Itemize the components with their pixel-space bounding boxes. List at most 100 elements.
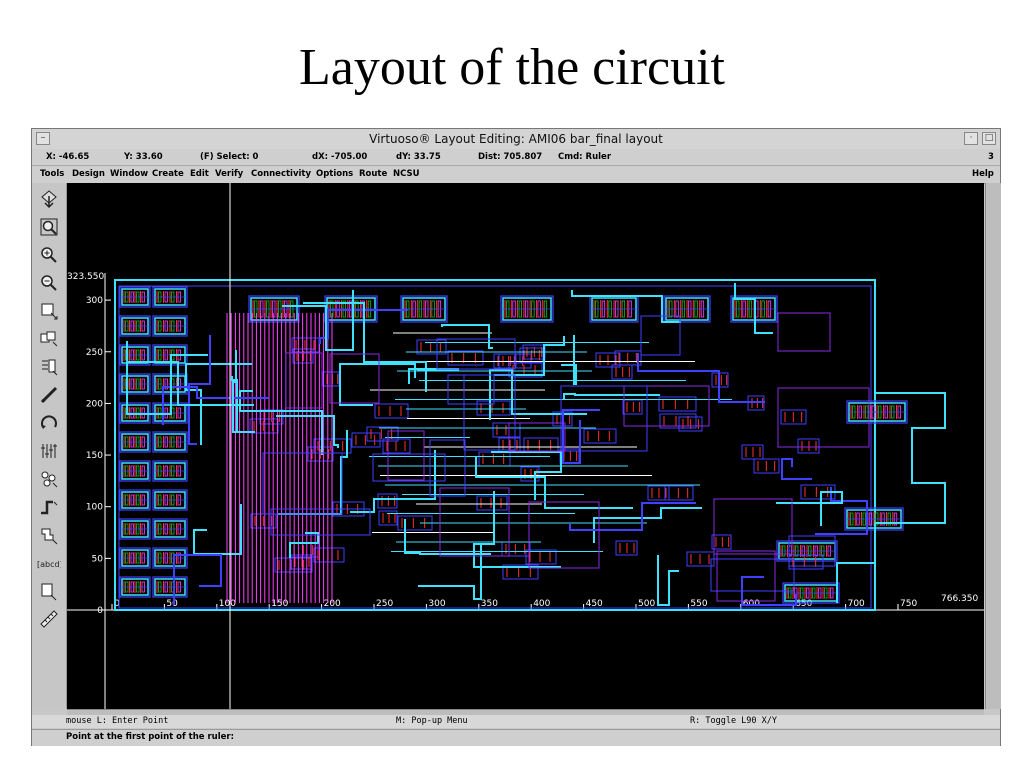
routing-wire <box>404 519 491 555</box>
routing-wire <box>657 555 679 606</box>
well-outline <box>387 430 425 481</box>
vertical-scrollbar[interactable] <box>985 183 1001 709</box>
x-ruler-tick-label: 450 <box>586 599 603 609</box>
standard-cell <box>152 576 188 598</box>
zoom-out-icon[interactable] <box>37 271 61 295</box>
device <box>595 352 621 368</box>
label-icon-text: [abcd] <box>37 560 61 569</box>
standard-cell <box>119 373 151 395</box>
x-ruler-tick-label: 0 <box>114 599 120 609</box>
well-outline <box>270 508 371 536</box>
routing-wire <box>815 487 868 535</box>
ruler-icon[interactable] <box>37 607 61 631</box>
routing-wire <box>232 350 255 433</box>
move-icon[interactable] <box>37 355 61 379</box>
standard-cell <box>119 460 151 482</box>
bottom-right-boundary <box>836 523 876 603</box>
routing-wire <box>282 290 354 351</box>
device <box>478 451 511 467</box>
x-ruler-tick-label: 500 <box>638 599 655 609</box>
status-dx: dX: -705.00 <box>312 152 368 162</box>
fit-view-icon[interactable] <box>37 215 61 239</box>
window-menu-button[interactable]: – <box>36 132 50 145</box>
device <box>797 438 820 454</box>
x-ruler-tick-label: 550 <box>690 599 707 609</box>
menu-connectivity[interactable]: Connectivity <box>251 169 312 179</box>
x-ruler-tick-label: 300 <box>428 599 445 609</box>
well-outline <box>508 422 566 452</box>
zoom-in-icon[interactable] <box>37 243 61 267</box>
standard-cell <box>119 315 151 337</box>
device <box>378 510 398 526</box>
virtuoso-window: – Virtuoso® Layout Editing: AMI06 bar_fi… <box>31 128 1001 746</box>
menu-verify[interactable]: Verify <box>215 169 244 179</box>
menu-tools[interactable]: Tools <box>40 169 65 179</box>
well-outline <box>716 550 776 602</box>
well-outline <box>623 385 710 427</box>
routing-wire <box>491 451 562 500</box>
x-ruler-tick-label: 350 <box>481 599 498 609</box>
device <box>615 540 638 556</box>
path-icon[interactable] <box>37 495 61 519</box>
menu-edit[interactable]: Edit <box>190 169 209 179</box>
window-titlebar[interactable]: – Virtuoso® Layout Editing: AMI06 bar_fi… <box>32 129 1000 150</box>
menu-help[interactable]: Help <box>972 169 994 179</box>
undo-icon[interactable] <box>37 411 61 435</box>
routing-wire <box>571 290 681 323</box>
well-outline <box>429 439 466 497</box>
minimize-button[interactable]: · <box>964 132 978 145</box>
routing-wire <box>185 363 252 445</box>
routing-wire <box>734 283 773 334</box>
polygon-icon[interactable] <box>37 523 61 547</box>
well-outline <box>439 487 510 557</box>
status-x: X: -46.65 <box>46 152 90 162</box>
menu-design[interactable]: Design <box>72 169 105 179</box>
device <box>313 547 345 563</box>
well-outline <box>285 352 323 409</box>
standard-cell <box>152 547 188 569</box>
device <box>525 549 557 565</box>
routing-wire <box>418 545 482 600</box>
horizontal-scrollbar[interactable] <box>67 709 984 716</box>
well-outline <box>710 558 795 592</box>
property-icon[interactable] <box>37 439 61 463</box>
y-ruler-tick-label: 300 <box>86 296 103 306</box>
right-boundary-extension <box>875 392 946 524</box>
standard-cell <box>589 295 639 323</box>
routing-wire <box>126 354 208 415</box>
device <box>351 432 381 448</box>
menu-options[interactable]: Options <box>316 169 354 179</box>
maximize-button[interactable]: □ <box>982 132 996 145</box>
well-outline <box>436 338 516 370</box>
routing-wire <box>162 386 269 425</box>
delete-icon[interactable] <box>37 383 61 407</box>
routing-wire <box>339 363 416 406</box>
menu-ncsu[interactable]: NCSU <box>393 169 420 179</box>
save-icon[interactable] <box>37 187 61 211</box>
device <box>322 371 340 387</box>
menu-route[interactable]: Route <box>359 169 388 179</box>
copy-icon[interactable] <box>37 327 61 351</box>
routing-wire <box>350 450 436 513</box>
device <box>382 438 411 454</box>
menu-create[interactable]: Create <box>152 169 184 179</box>
label-icon[interactable]: [abcd] <box>37 551 61 575</box>
status-y: Y: 33.60 <box>124 152 163 162</box>
device <box>290 554 313 570</box>
x-ruler-tick-label: 100 <box>219 599 236 609</box>
standard-cell <box>152 286 188 308</box>
x-ruler-tick-label: 400 <box>533 599 550 609</box>
standard-cell <box>782 582 840 604</box>
device <box>520 466 540 482</box>
rectangle-icon[interactable] <box>37 579 61 603</box>
routing-wire <box>473 491 561 568</box>
x-ruler-end-label: 766.350 <box>941 594 978 604</box>
device <box>492 422 521 438</box>
menu-window[interactable]: Window <box>110 169 149 179</box>
hierarchy-icon[interactable] <box>37 467 61 491</box>
standard-cell <box>663 295 711 323</box>
stretch-icon[interactable] <box>37 299 61 323</box>
